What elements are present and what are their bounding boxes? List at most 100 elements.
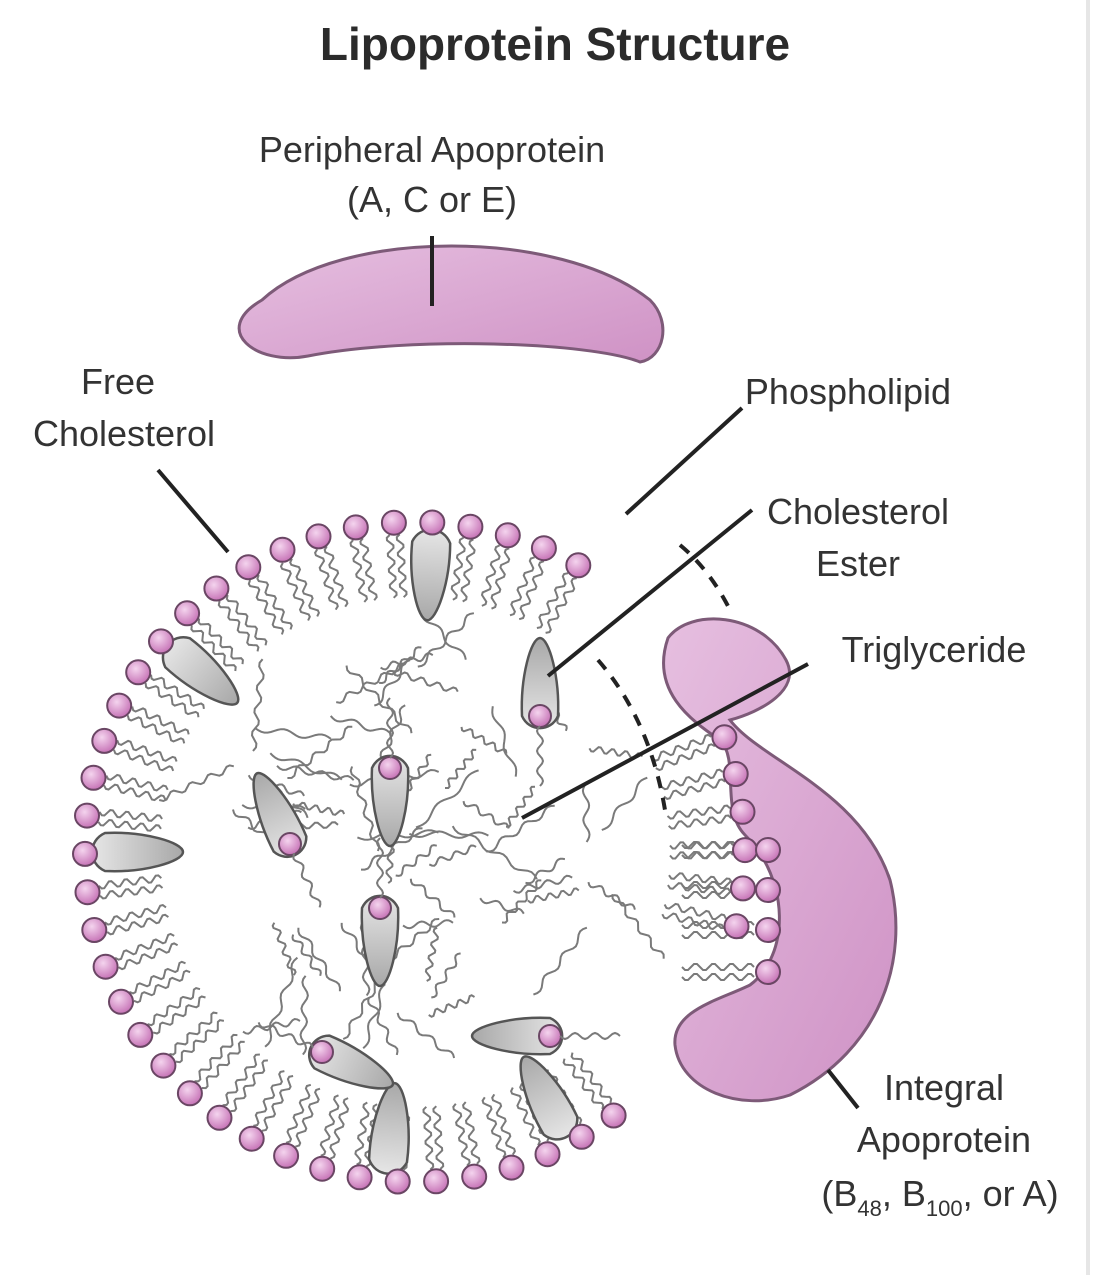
cholesterol-ester-head [369,897,391,919]
phospholipid-head [570,1125,594,1149]
phospholipid-head [602,1104,626,1128]
integral-apoprotein-shape [664,619,896,1101]
label-peripheral-line2: (A, C or E) [347,179,517,220]
label-ester-line2: Ester [816,543,900,584]
triglyceride-chain [533,928,587,995]
phospholipid-head [107,694,131,718]
phospholipid-head [310,1157,334,1181]
phospholipid-head [756,878,780,902]
cholesterol-ester-chain [377,838,383,898]
triglyceride-chain [298,928,340,992]
cholesterol-ester-chain [537,726,543,786]
phospholipid-head [420,511,444,535]
triglyceride-chain [396,845,437,876]
phospholipid-head [458,515,482,539]
phospholipid-head [536,1142,560,1166]
triglyceride-chain [331,716,391,734]
dashed-boundary-outer [680,545,730,610]
phospholipid-head [82,766,106,790]
peripheral-apoprotein-shape [239,246,663,362]
phospholipid-head [75,804,99,828]
triglyceride-chain [293,935,321,976]
phospholipid-head [126,660,150,684]
phospholipid-head [149,629,173,653]
label-free-line2: Cholesterol [33,413,215,454]
cholesterol-ester-chain [560,1033,620,1039]
label-ester-line1: Cholesterol [767,491,949,532]
phospholipid-tail [433,1106,443,1169]
label-free-line1: Free [81,361,155,402]
phospholipid-tail [452,538,465,600]
cholesterol-ester-molecules [241,638,620,1101]
triglyceride-chain [411,879,455,918]
triglyceride-chain [265,958,297,1047]
phospholipid-head [733,838,757,862]
phospholipid-head [348,1165,372,1189]
label-triglyceride: Triglyceride [842,629,1027,670]
phospholipid-head [756,918,780,942]
phospholipid-head [424,1169,448,1193]
phospholipid-head [496,523,520,547]
phospholipid-tail [355,1103,368,1165]
phospholipid-tail [99,875,162,888]
triglyceride-chain [270,753,342,780]
phospholipid-head [712,725,736,749]
phospholipid-tail [463,1102,479,1164]
phospholipid-tail [281,563,310,621]
triglyceride-chain [526,859,565,883]
phospholipid-tails [97,534,754,1170]
phospholipid-head [756,838,780,862]
triglyceride-chain [393,672,458,692]
cholesterol-ester-head [311,1041,333,1063]
phospholipid-tail [453,1104,469,1166]
phospholipid-head [94,955,118,979]
phospholipid-head [82,918,106,942]
phospholipid-tail [665,904,726,919]
phospholipid-head [208,1106,232,1130]
cholesterol-ester-chain [293,853,320,907]
phospholipid-head [76,880,100,904]
phospholipid-head [500,1156,524,1180]
phospholipid-head [307,524,331,548]
phospholipid-tail [106,775,167,790]
phospholipid-head [725,914,749,938]
phospholipid-tail [129,962,185,994]
phospholipid-head [756,960,780,984]
leader-phospholipid [626,408,742,514]
dashed-boundary-inner [598,660,665,810]
triglyceride-chain [602,778,648,830]
phospholipid-tail [462,539,475,601]
phospholipid-head [731,876,755,900]
triglyceride-chain [453,826,537,879]
triglyceride-chain [429,846,476,866]
phospholipid-tail [290,559,319,617]
cholesterol-ester-head [529,705,551,727]
triglyceride-chain [429,995,475,1016]
phospholipid-tail [397,534,407,597]
phospholipid-tail [100,885,163,898]
phospholipid-tail [652,735,711,761]
phospholipid-tail [360,538,376,600]
phospholipid-head [731,800,755,824]
phospholipid-head [566,553,590,577]
cholesterol-ester-head [539,1025,561,1047]
triglyceride-chain [403,920,453,928]
triglyceride-chain [492,706,516,776]
phospholipid-tail [351,540,367,602]
phospholipid-head [175,601,199,625]
triglyceride-chain [464,801,509,828]
phospholipid-head [178,1081,202,1105]
phospholipid-head [462,1165,486,1189]
triglyceride-core [159,612,664,1058]
phospholipid-tail [682,974,754,980]
free-cholesterol [408,529,451,622]
label-integral-line2: Apoprotein [857,1119,1031,1160]
label-integral-line3: (B48, B100, or A) [821,1173,1058,1221]
triglyceride-chain [255,728,331,739]
phospholipid-head [274,1144,298,1168]
triglyceride-chain [381,653,433,669]
label-integral-line1: Integral [884,1067,1004,1108]
phospholipid-tail [115,934,174,960]
triglyceride-chain [445,750,476,788]
